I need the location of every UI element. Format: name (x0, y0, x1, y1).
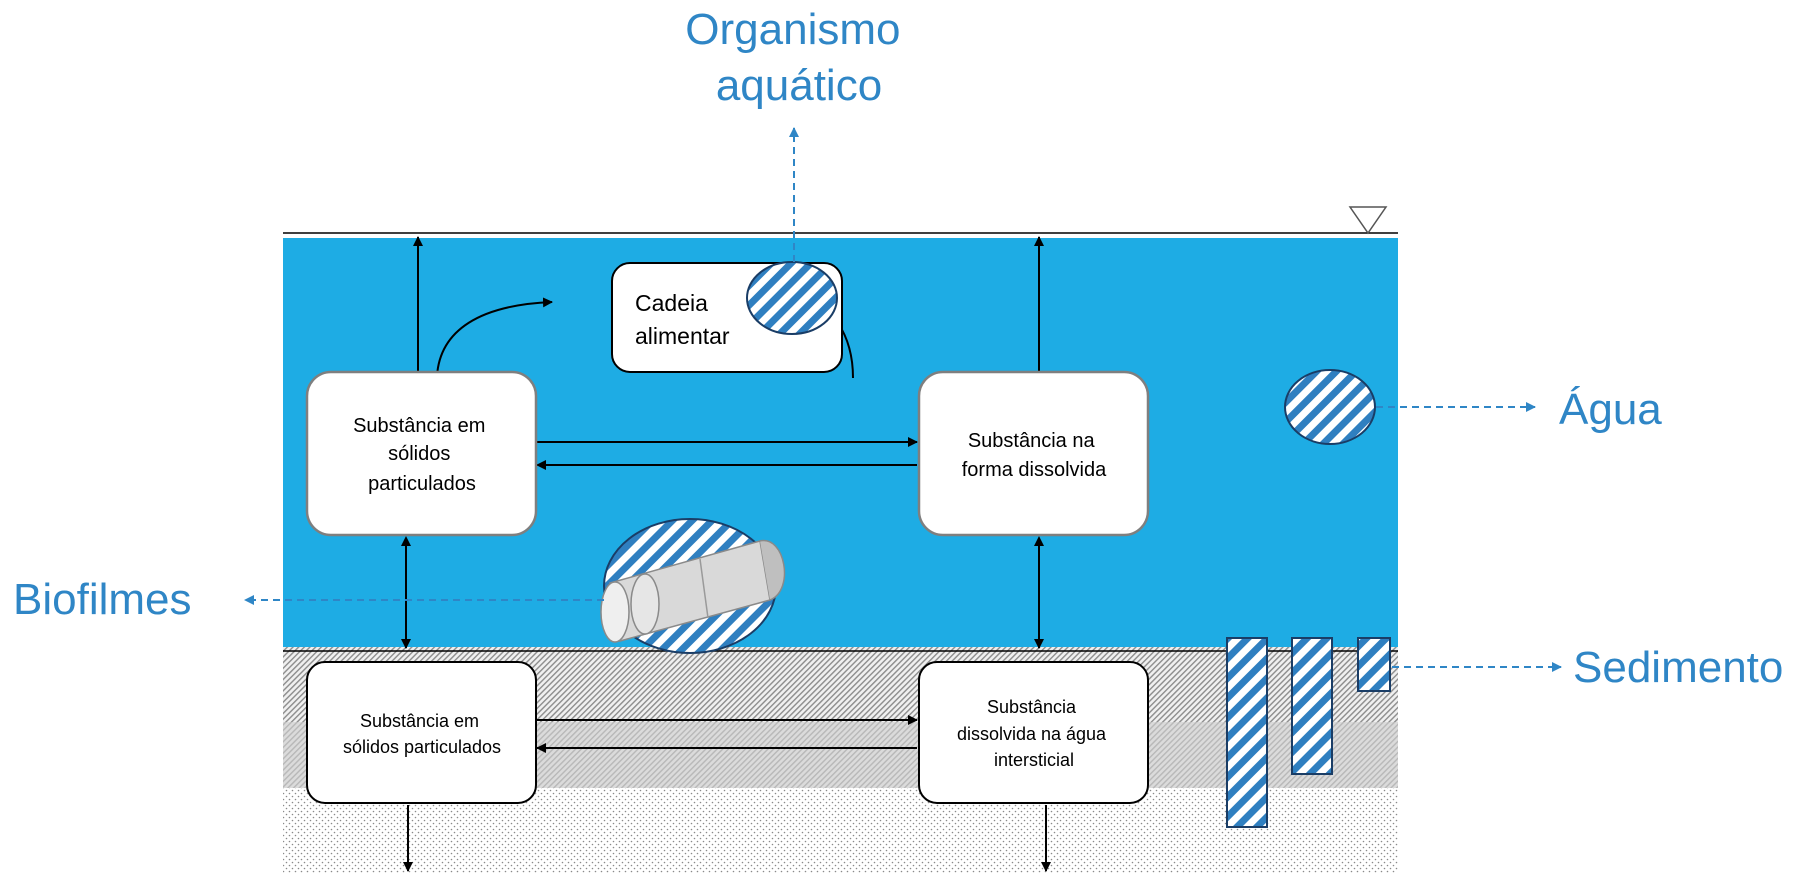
svg-text:Substância em sólidos part: Substância em sólidos particulados (343, 711, 501, 757)
svg-text:Substância na forma dissol: Substância na forma dissolvida (962, 430, 1107, 481)
water-hatched-icon (1284, 369, 1376, 445)
sediment-particulate-line1: Substância em (360, 711, 479, 731)
sediment-dissolved-line2: dissolvida na água (957, 724, 1107, 744)
sediment-particulate-box (306, 661, 537, 804)
biofilms-label: Biofilmes (13, 575, 192, 624)
svg-text:Substância em sólidos: Substância em sólidos particulados (353, 415, 491, 495)
sediment-dissolved-box (918, 661, 1149, 804)
sediment-hatched-bar-2 (1291, 637, 1333, 775)
sediment-hatched-bar-3 (1357, 637, 1391, 692)
food-chain-label-line2: alimentar (635, 323, 730, 349)
organism-label-line2: aquático (716, 61, 882, 110)
water-particulate-line1: Substância em (353, 415, 485, 437)
food-chain-label-line1: Cadeia (635, 290, 708, 316)
water-dissolved-line1: Substância na (968, 430, 1096, 452)
water-particulate-line3: particulados (368, 473, 476, 495)
water-level-icon (1348, 206, 1388, 235)
sediment-dissolved-line1: Substância (987, 697, 1077, 717)
sediment-label: Sedimento (1573, 643, 1783, 692)
sediment-dissolved-line3: intersticial (994, 750, 1074, 770)
svg-text:Cadeia alimentar: Cadeia alimentar (635, 290, 730, 349)
water-particulate-box (305, 370, 538, 537)
water-particulate-line2: sólidos (388, 443, 450, 465)
organism-label-line1: Organismo (685, 5, 900, 54)
water-dissolved-box (917, 370, 1150, 537)
water-dissolved-line2: forma dissolvida (962, 459, 1107, 481)
arrow-uptake-curve (436, 297, 553, 377)
pipe-icon (600, 540, 786, 643)
svg-text:Substância dissolvida na á: Substância dissolvida na água interstici… (957, 697, 1111, 770)
sediment-particulate-line2: sólidos particulados (343, 737, 501, 757)
water-label: Água (1559, 385, 1662, 434)
sediment-hatched-bar-1 (1226, 637, 1268, 828)
organism-hatched-icon (746, 261, 838, 335)
svg-text:Organismo aquático: Organismo aquático (685, 5, 912, 110)
